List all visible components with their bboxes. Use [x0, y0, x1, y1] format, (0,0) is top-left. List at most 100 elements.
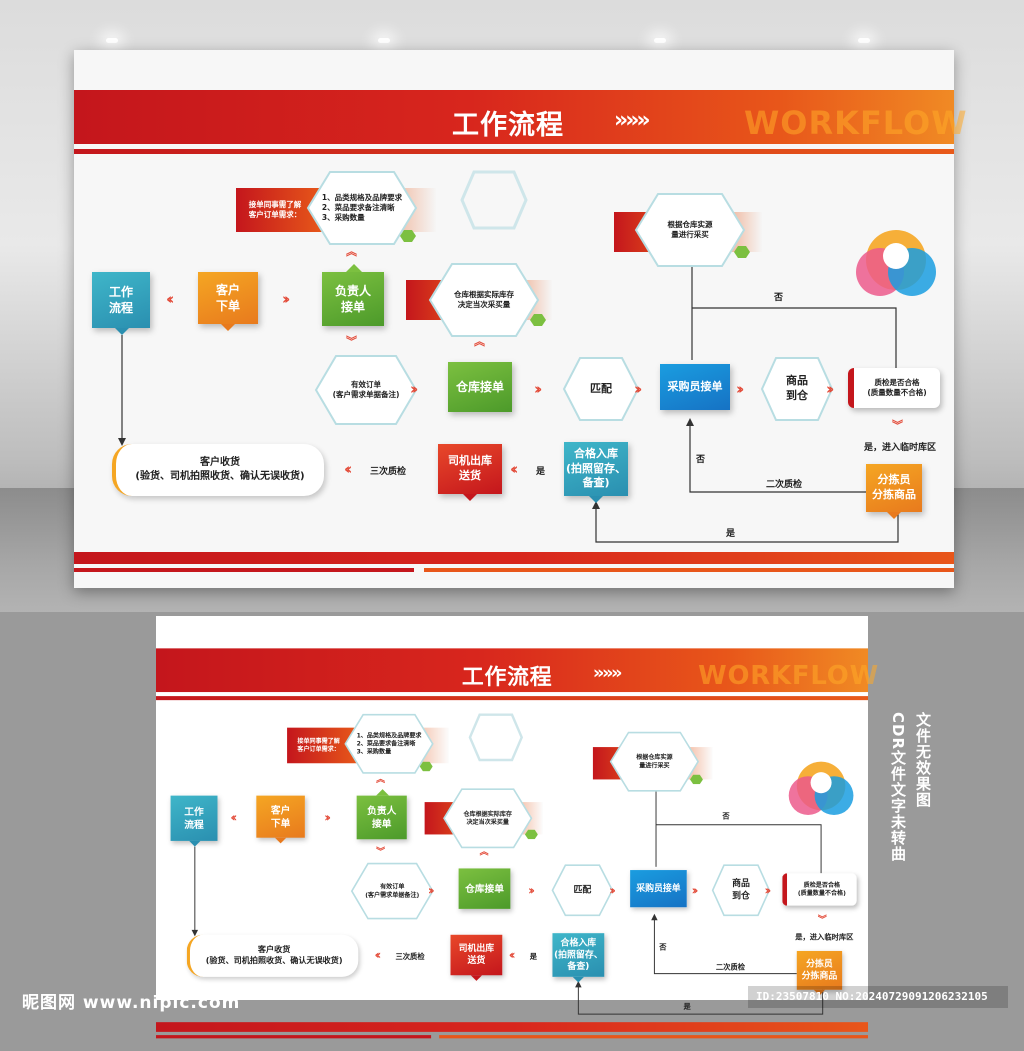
customer-receive-node: 客户收货 (验货、司机拍照收货、确认无误收货) [112, 444, 324, 496]
order-need-label-flat: 接单同事需了解 客户订单需求： [297, 737, 340, 753]
double-arrow-icon-flat: ‹‹ [508, 947, 516, 963]
warehouse-decide-hexagon: 仓库根据实际库存 决定当次采买量 [428, 262, 540, 338]
third-qc-label: 三次质检 [370, 467, 407, 477]
third-qc-label-flat: 三次质检 [395, 953, 425, 962]
buy-by-stock-text-flat: 根据仓库实源 量进行采买 [636, 753, 673, 769]
header-band [74, 90, 954, 144]
double-arrow-icon-flat: ›› [528, 883, 535, 898]
double-arrow-up-icon-flat: ︽ [376, 773, 385, 785]
no-top-label: 否 [774, 293, 784, 303]
warehouse-decide-text: 仓库根据实际库存 决定当次采买量 [454, 289, 514, 309]
qualified-in-node: 合格入库 (拍照留存、 备查) [564, 442, 628, 496]
green-hex-dot-flat [690, 774, 703, 785]
sorter-node: 分拣员 分拣商品 [866, 464, 922, 512]
page-title-flat: 工作流程 [461, 664, 553, 690]
buyer-receive-node-flat: 采购员接单 [630, 870, 687, 908]
connector-lines-flat [191, 782, 824, 1015]
id-watermark: ID:23507810 NO:20240729091206232105 [756, 990, 988, 1003]
workflow-subtitle: WORKFLOW [744, 104, 968, 142]
driver-out-node: 司机出库 送货 [438, 444, 502, 494]
footer-line [74, 568, 414, 572]
match-node-flat: 匹配 [551, 864, 614, 917]
double-arrow-icon: ›› [634, 380, 643, 398]
id-bar [748, 986, 1008, 1008]
green-hex-dot-flat [419, 761, 433, 772]
order-need-items: 1、品类规格及品牌要求 2、菜品要求备注清晰 3、采购数量 [321, 192, 403, 223]
side-note-line1: 文件无效果图 [914, 712, 932, 808]
double-arrow-icon-flat: ›› [764, 883, 771, 898]
warehouse-decide-text-flat: 仓库根据实际库存 决定当次采买量 [463, 810, 513, 826]
double-arrow-icon: ›› [410, 380, 419, 398]
no-left-label: 否 [696, 455, 706, 465]
side-note-line2: CDR文件文字未转曲 [889, 712, 907, 863]
customer-order-node: 客户 下单 [198, 272, 258, 324]
start-node: 工作 流程 [92, 272, 150, 328]
warehouse-receive-node: 仓库接单 [448, 362, 512, 412]
qualified-in-node-flat: 合格入库 (拍照留存、 备查) [552, 933, 605, 977]
footer-line-flat [156, 1035, 432, 1039]
double-arrow-up-icon: ︽ [346, 245, 357, 258]
exhibition-scene: 工作流程 »»» WORKFLOW [0, 0, 1024, 612]
double-arrow-down-icon: ︾ [892, 419, 903, 432]
node-pointer-flat [813, 989, 826, 996]
valid-order-text-flat: 有效订单 (客户需求单据备注) [365, 882, 420, 899]
node-pointer-flat [376, 789, 390, 796]
green-hex-dot [734, 246, 750, 258]
order-need-items-flat: 1、品类规格及品牌要求 2、菜品要求备注清晰 3、采购数量 [356, 731, 422, 756]
ceiling-light [654, 38, 666, 43]
double-arrow-down-icon-flat: ︾ [376, 846, 385, 858]
double-arrow-icon-flat: ›› [609, 883, 616, 898]
node-pointer [346, 264, 362, 272]
yes-bottom-label-flat: 是 [683, 1003, 691, 1012]
yes-temp-label: 是，进入临时库区 [864, 443, 937, 453]
buy-by-stock-text: 根据仓库实源 量进行采买 [667, 219, 713, 239]
brand-watermark: 昵图网 www.nipic.com [22, 993, 241, 1013]
green-hex-dot-flat [524, 829, 538, 840]
valid-order-hexagon: 有效订单 (客户需求单据备注) [314, 354, 418, 426]
footer-line-flat [439, 1035, 869, 1039]
flat-preview-board: 工作流程 »»» WORKFLOW [156, 616, 878, 1039]
double-arrow-icon-flat: ‹‹ [374, 947, 381, 963]
chevron-icon: »»» [614, 108, 651, 133]
driver-out-node-flat: 司机出库 送货 [450, 934, 503, 976]
node-pointer [463, 494, 477, 501]
qc-check-node-flat: 质检是否合格 (质量数量不合格) [782, 873, 857, 906]
node-pointer-flat [470, 975, 483, 981]
workflow-panel: 工作流程 »»» WORKFLOW [74, 50, 967, 588]
match-node: 匹配 [562, 356, 640, 422]
order-need-hexagon-flat: 1、品类规格及品牌要求 2、菜品要求备注清晰 3、采购数量 [344, 713, 435, 774]
double-arrow-down-icon-flat: ︾ [817, 914, 827, 926]
green-hex-dot [530, 314, 546, 326]
responsible-node: 负责人 接单 [322, 272, 384, 326]
workflow-panel-flat: 工作流程 »»» WORKFLOW [156, 616, 878, 1051]
double-arrow-up-icon-flat: ︽ [479, 846, 489, 858]
logo-icon [856, 230, 936, 296]
customer-receive-node-flat: 客户收货 (验货、司机拍照收货、确认无误收货) [186, 934, 359, 977]
qc-check-node: 质检是否合格 (质量数量不合格) [848, 368, 940, 408]
decor-hexagons [460, 170, 528, 230]
footer-band [74, 552, 954, 564]
node-pointer-flat [572, 976, 585, 983]
ceiling-light [378, 38, 390, 43]
yes-bottom-label: 是 [726, 529, 736, 539]
no-left-label-flat: 否 [659, 943, 667, 952]
responsible-node-flat: 负责人 接单 [356, 795, 407, 840]
ceiling-light [106, 38, 118, 43]
customer-order-node-flat: 客户 下单 [256, 795, 305, 838]
double-arrow-icon: ›› [534, 380, 543, 398]
green-hex-dot [400, 230, 416, 242]
order-need-hexagon: 1、品类规格及品牌要求 2、菜品要求备注清晰 3、采购数量 [306, 170, 418, 246]
yes-mid-label: 是 [536, 467, 546, 477]
double-arrow-icon-flat: ›› [691, 883, 699, 898]
side-note: 文件无效果图 CDR文件文字未转曲 [884, 712, 934, 912]
no-top-label-flat: 否 [722, 812, 730, 821]
start-node-flat: 工作 流程 [170, 795, 218, 841]
node-pointer [221, 324, 235, 331]
double-arrow-icon-flat: ›› [427, 883, 435, 898]
chevron-icon-flat: »»» [592, 662, 623, 684]
node-pointer [589, 496, 603, 503]
double-arrow-icon: ‹‹ [344, 460, 353, 478]
logo-icon-flat [788, 761, 854, 816]
double-arrow-icon: ‹‹ [510, 460, 519, 478]
node-pointer-flat [274, 837, 287, 844]
